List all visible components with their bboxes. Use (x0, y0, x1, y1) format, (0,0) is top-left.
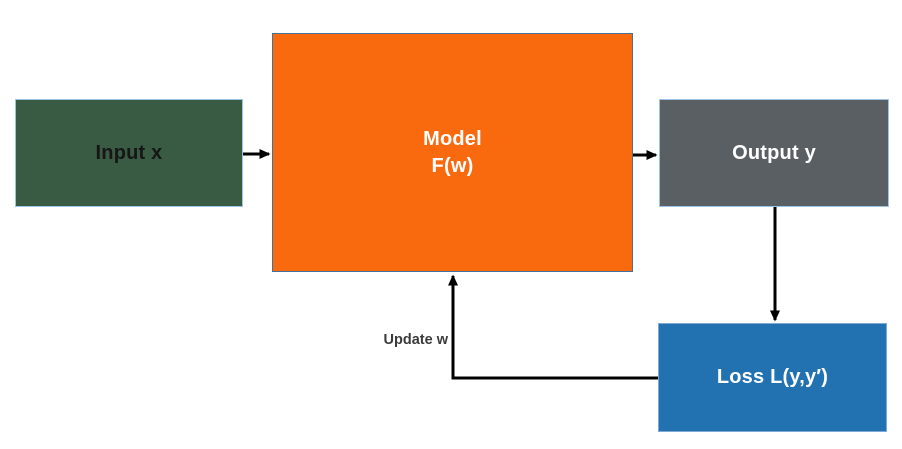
update-w-label: Update w (383, 332, 448, 348)
loss-node: Loss L(y,y′) (658, 323, 887, 432)
arrow-loss-to-model (448, 274, 658, 380)
model-node-label-line2: F(w) (431, 154, 474, 177)
model-node: Model F(w) (272, 33, 633, 272)
input-node-label: Input x (95, 141, 163, 164)
model-node-label-line1: Model (423, 127, 482, 150)
output-node-label: Output y (732, 141, 816, 164)
output-node: Output y (659, 99, 889, 207)
loss-node-label: Loss L(y,y′) (716, 366, 829, 388)
input-node: Input x (15, 99, 243, 207)
model-node-label: Model F(w) (423, 126, 482, 180)
